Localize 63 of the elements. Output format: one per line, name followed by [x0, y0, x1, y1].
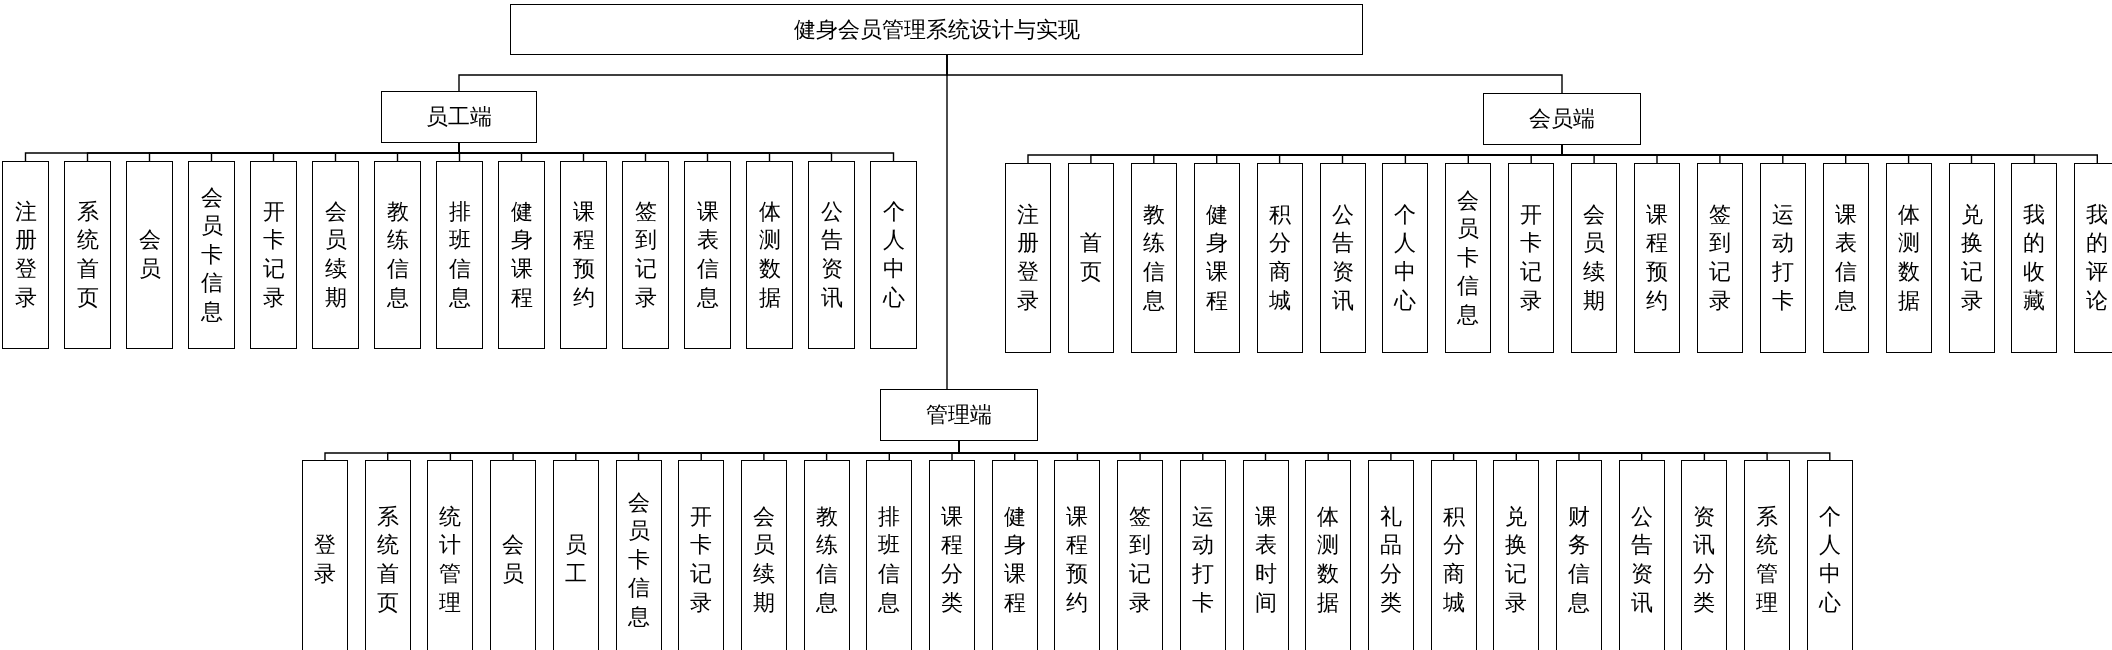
function-box: 课表时间 [1242, 460, 1289, 650]
function-box: 签到记录 [622, 161, 669, 349]
function-box: 教练信息 [1130, 163, 1177, 353]
function-box: 会员卡信息 [615, 460, 662, 650]
function-box: 员工 [552, 460, 599, 650]
function-box: 登录 [302, 460, 348, 650]
function-box: 课程分类 [929, 460, 975, 650]
function-box: 排班信息 [866, 460, 913, 650]
function-box: 兑换记录 [1493, 460, 1540, 650]
function-box: 系统首页 [64, 161, 111, 349]
module-box: 管理端 [880, 389, 1038, 441]
function-box: 会员卡信息 [1445, 163, 1492, 353]
function-box: 兑换记录 [1948, 163, 1995, 353]
function-box: 会员 [490, 460, 537, 650]
function-box: 系统首页 [364, 460, 411, 650]
function-box: 签到记录 [1696, 163, 1743, 353]
function-box: 我的评论 [2074, 163, 2112, 353]
function-box: 首页 [1067, 163, 1114, 353]
function-box: 开卡记录 [1508, 163, 1555, 353]
function-box: 课程预约 [1054, 460, 1101, 650]
function-box: 健身课程 [498, 161, 545, 349]
title-box: 健身会员管理系统设计与实现 [510, 4, 1363, 55]
function-box: 教练信息 [374, 161, 421, 349]
function-box: 运动打卡 [1759, 163, 1806, 353]
function-box: 个人中心 [1382, 163, 1429, 353]
function-box: 公告资讯 [808, 161, 855, 349]
function-box: 积分商城 [1256, 163, 1303, 353]
function-box: 健身课程 [991, 460, 1038, 650]
function-box: 注册登录 [2, 161, 49, 349]
function-box: 系统管理 [1744, 460, 1791, 650]
function-box: 我的收藏 [2011, 163, 2058, 353]
function-box: 健身课程 [1193, 163, 1240, 353]
module-box: 员工端 [381, 91, 537, 143]
function-box: 课程预约 [1634, 163, 1680, 353]
function-box: 会员续期 [1571, 163, 1618, 353]
function-box: 签到记录 [1117, 460, 1164, 650]
function-box: 礼品分类 [1367, 460, 1414, 650]
function-box: 课表信息 [684, 161, 731, 349]
function-box: 公告资讯 [1618, 460, 1665, 650]
function-box: 开卡记录 [678, 460, 725, 650]
connector-line [946, 54, 948, 390]
function-box: 财务信息 [1556, 460, 1602, 650]
function-box: 个人中心 [1806, 460, 1853, 650]
function-box: 会员续期 [740, 460, 787, 650]
function-box: 教练信息 [803, 460, 850, 650]
function-box: 资讯分类 [1681, 460, 1728, 650]
function-box: 课程预约 [560, 161, 607, 349]
function-box: 运动打卡 [1179, 460, 1226, 650]
function-box: 会员卡信息 [188, 161, 235, 349]
function-box: 体测数据 [1885, 163, 1932, 353]
function-box: 注册登录 [1005, 163, 1051, 353]
function-box: 积分商城 [1430, 460, 1477, 650]
function-box: 统计管理 [427, 460, 474, 650]
function-box: 会员 [126, 161, 173, 349]
function-box: 会员续期 [312, 161, 359, 349]
function-box: 课表信息 [1822, 163, 1869, 353]
function-box: 排班信息 [436, 161, 483, 349]
function-box: 开卡记录 [250, 161, 297, 349]
function-box: 体测数据 [1305, 460, 1352, 650]
function-box: 个人中心 [870, 161, 917, 349]
function-box: 体测数据 [746, 161, 793, 349]
module-box: 会员端 [1483, 93, 1641, 145]
function-box: 公告资讯 [1319, 163, 1366, 353]
